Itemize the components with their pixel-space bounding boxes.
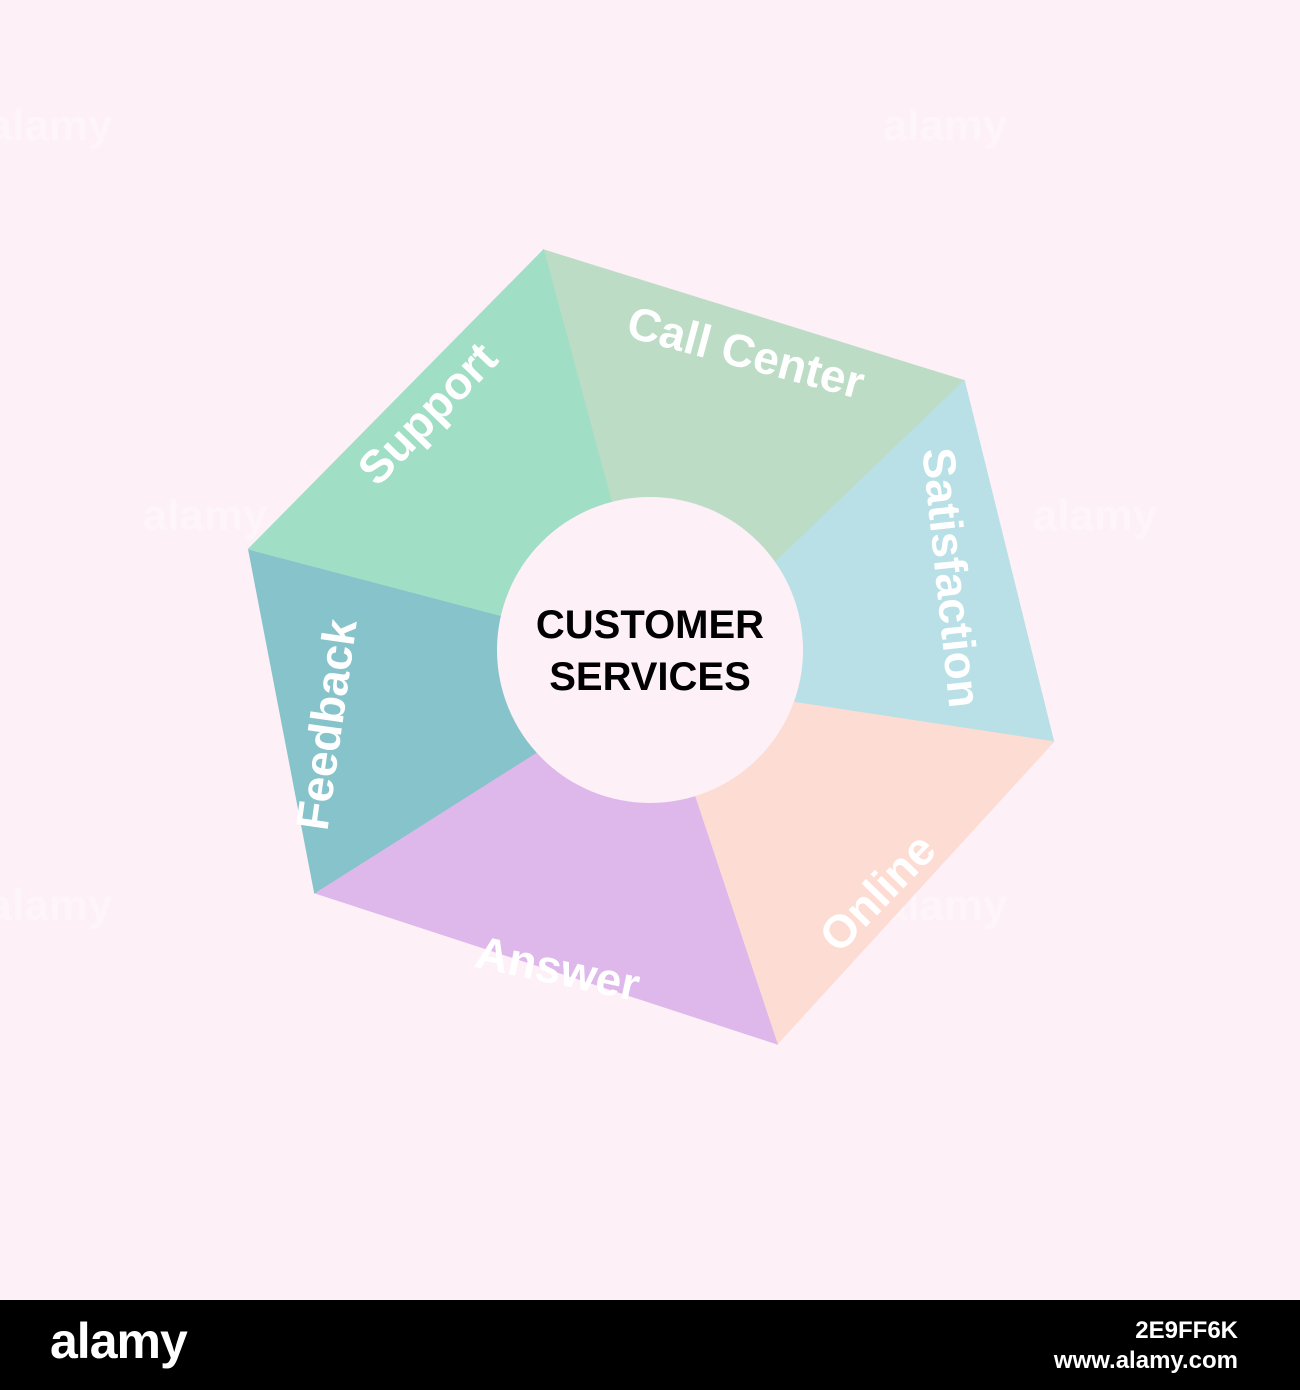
watermark-text: alamy (0, 101, 113, 150)
footer-info: 2E9FF6K www.alamy.com (1054, 1316, 1238, 1376)
segment-ring (247, 248, 1055, 1045)
watermark-text: alamy (0, 881, 113, 930)
image-id: 2E9FF6K (1135, 1317, 1238, 1344)
watermark-text: alamy (1033, 491, 1158, 540)
stock-footer-bar: alamy 2E9FF6K www.alamy.com (0, 1300, 1300, 1390)
watermark-text: alamy (883, 101, 1008, 150)
alamy-logo: alamy (50, 1313, 188, 1369)
center-title-line-2: SERVICES (549, 655, 751, 699)
center-title-line-1: CUSTOMER (536, 603, 764, 647)
footer-url: www.alamy.com (1053, 1347, 1238, 1374)
segment-support (247, 248, 612, 617)
watermark-text: alamy (143, 491, 268, 540)
center-circle (497, 497, 803, 803)
